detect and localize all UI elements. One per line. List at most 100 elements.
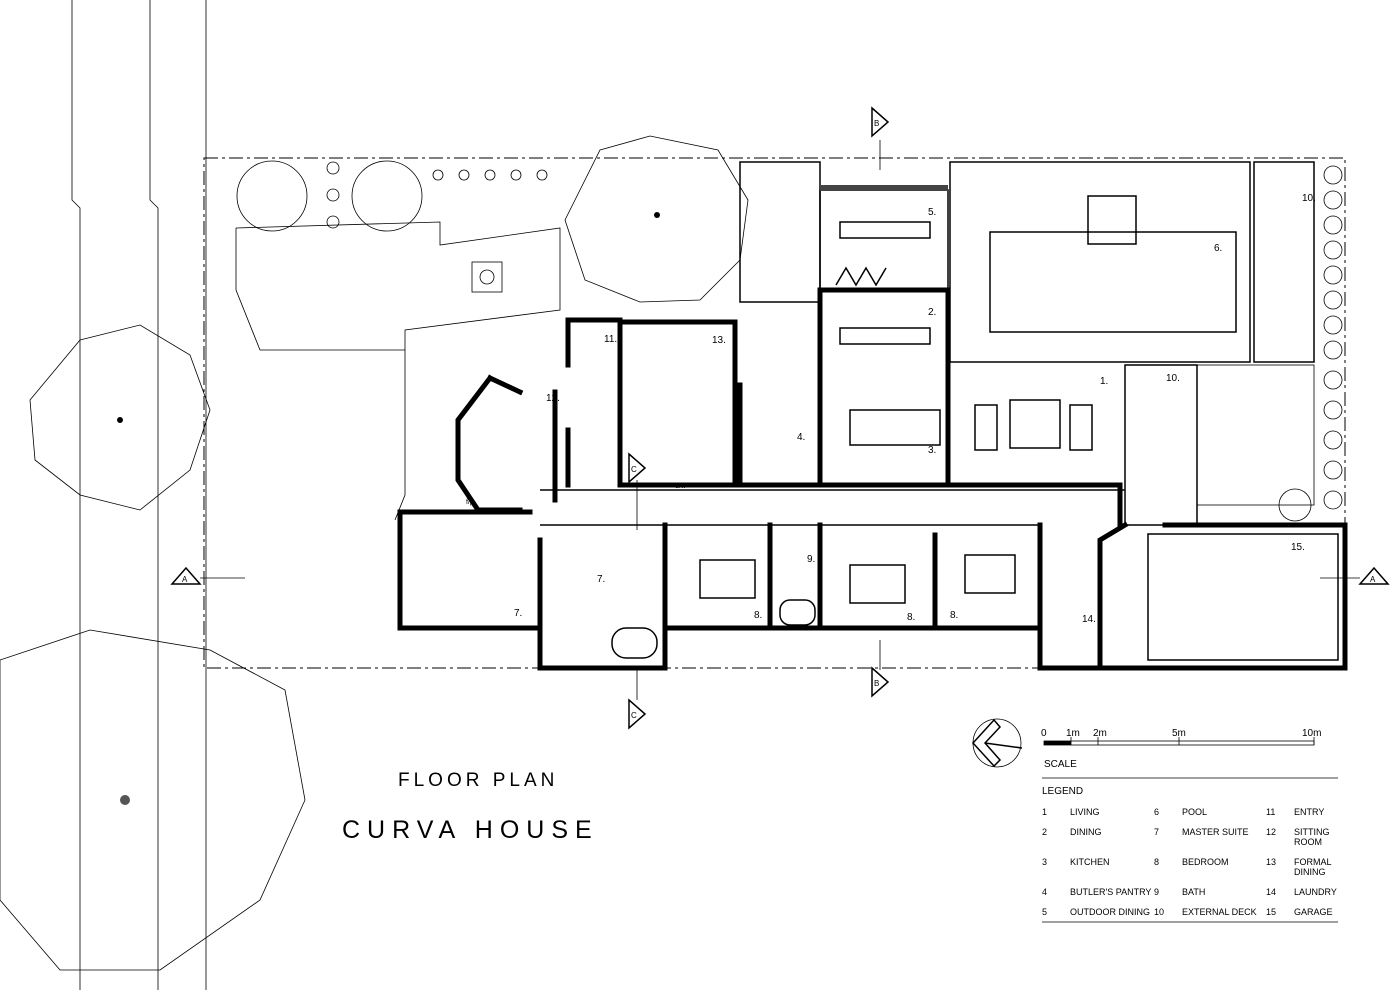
living-walls: [945, 482, 1123, 528]
svg-text:A: A: [182, 575, 188, 584]
legend-number: 4: [1042, 887, 1048, 897]
legend-room-name: BEDROOM: [1182, 857, 1229, 867]
tree: [0, 629, 306, 971]
scale-label: SCALE: [1044, 759, 1077, 770]
svg-text:B: B: [874, 119, 879, 128]
scale-tick: 5m: [1172, 728, 1186, 739]
scale-tick: 10m: [1302, 728, 1322, 739]
tree: [564, 135, 749, 303]
legend-room-name: POOL: [1182, 807, 1208, 817]
outdoor-dining: [819, 189, 949, 291]
formal-dining-walls: [565, 317, 738, 488]
legend-room-name: BUTLER'S PANTRY: [1070, 887, 1152, 897]
legend-number: 8: [1154, 857, 1160, 867]
bathtub: [611, 627, 658, 659]
legend-room-name: SITTING ROOM: [1294, 827, 1330, 847]
legend-room-name: OUTDOOR DINING: [1070, 907, 1150, 917]
room-label: 13.: [712, 335, 726, 346]
paving: [739, 161, 821, 303]
room-label: 6.: [1214, 243, 1222, 254]
legend-number: 11: [1266, 807, 1276, 817]
legend-number: 10: [1154, 907, 1165, 917]
legend-room-name: GARAGE: [1294, 907, 1333, 917]
svg-text:C: C: [631, 711, 637, 720]
external-deck: [1253, 161, 1315, 363]
sofa: [1069, 404, 1093, 451]
section-marker-b-top: B: [871, 106, 890, 170]
room-label: 10.: [1302, 193, 1316, 204]
street-edge: [71, 0, 207, 990]
room-label: 8.: [754, 610, 762, 621]
legend-number: 1: [1042, 807, 1048, 817]
room-label: 9.: [807, 554, 815, 565]
room-label: 2.: [928, 307, 936, 318]
kitchen-walls: [737, 287, 951, 488]
tree: [29, 324, 211, 511]
north-arrow-icon: [971, 718, 1023, 768]
shrub-row: [326, 161, 548, 229]
room-label: 8.: [907, 612, 915, 623]
room-label: 1.: [1100, 376, 1108, 387]
section-marker-c-top: C: [628, 452, 647, 530]
scale-tick: 2m: [1093, 728, 1107, 739]
room-label: 12.: [546, 393, 560, 404]
appliance-label: d/w: [675, 483, 687, 490]
room-label: 10.: [1166, 373, 1180, 384]
legend-number: 6: [1154, 807, 1160, 817]
bed: [849, 564, 906, 604]
legend-room-name: LIVING: [1070, 807, 1100, 817]
legend-number: 7: [1154, 827, 1160, 837]
legend-number: 5: [1042, 907, 1048, 917]
sofa: [974, 404, 998, 451]
svg-text:A: A: [1370, 575, 1376, 584]
room-label: 4.: [797, 432, 805, 443]
room-label: 3.: [928, 445, 936, 456]
fountain: [471, 261, 503, 293]
legend-number: 15: [1266, 907, 1277, 917]
room-label: 15.: [1291, 542, 1305, 553]
hallway: [540, 489, 1125, 526]
scale-tick: 1m: [1066, 728, 1080, 739]
legend-room-name: DINING: [1070, 827, 1102, 837]
project-name: CURVA HOUSE: [342, 816, 599, 844]
coffee-table: [1009, 399, 1061, 449]
bed: [699, 559, 756, 599]
legend-room-name: FORMAL DINING: [1294, 857, 1332, 877]
bedroom-walls: [662, 522, 1043, 631]
room-label: 7.: [597, 574, 605, 585]
appliance-label: f/p: [466, 499, 474, 506]
kitchen-island: [849, 409, 941, 446]
dining-table: [839, 221, 931, 239]
tree: [351, 160, 423, 232]
legend-room-name: MASTER SUITE: [1182, 827, 1249, 837]
room-label: 8.: [950, 610, 958, 621]
bathtub: [779, 599, 816, 626]
tree: [236, 160, 308, 232]
external-deck: [1124, 364, 1198, 526]
legend-heading: LEGEND: [1042, 786, 1084, 797]
legend-number: 14: [1266, 887, 1277, 897]
room-label: 11.: [604, 334, 617, 345]
legend-number: 12: [1266, 827, 1277, 837]
legend-room-name: BATH: [1182, 887, 1206, 897]
room-label: 5.: [928, 207, 936, 218]
scale-bar: [1043, 737, 1315, 746]
legend-room-name: KITCHEN: [1070, 857, 1110, 867]
room-label: 7.: [514, 608, 522, 619]
scale-tick: 0: [1041, 728, 1047, 739]
hedge: [1278, 165, 1343, 522]
legend-number: 2: [1042, 827, 1048, 837]
legend-room-name: EXTERNAL DECK: [1182, 907, 1257, 917]
pool-deck: [949, 161, 1251, 363]
bed: [964, 554, 1016, 594]
legend-number: 9: [1154, 887, 1160, 897]
room-label: 14.: [1082, 614, 1096, 625]
svg-text:C: C: [631, 465, 637, 474]
section-marker-b-bottom: B: [871, 640, 890, 698]
drawing-title: FLOOR PLAN: [398, 770, 559, 791]
driveway: [235, 221, 561, 521]
site-boundary: [203, 157, 1346, 669]
